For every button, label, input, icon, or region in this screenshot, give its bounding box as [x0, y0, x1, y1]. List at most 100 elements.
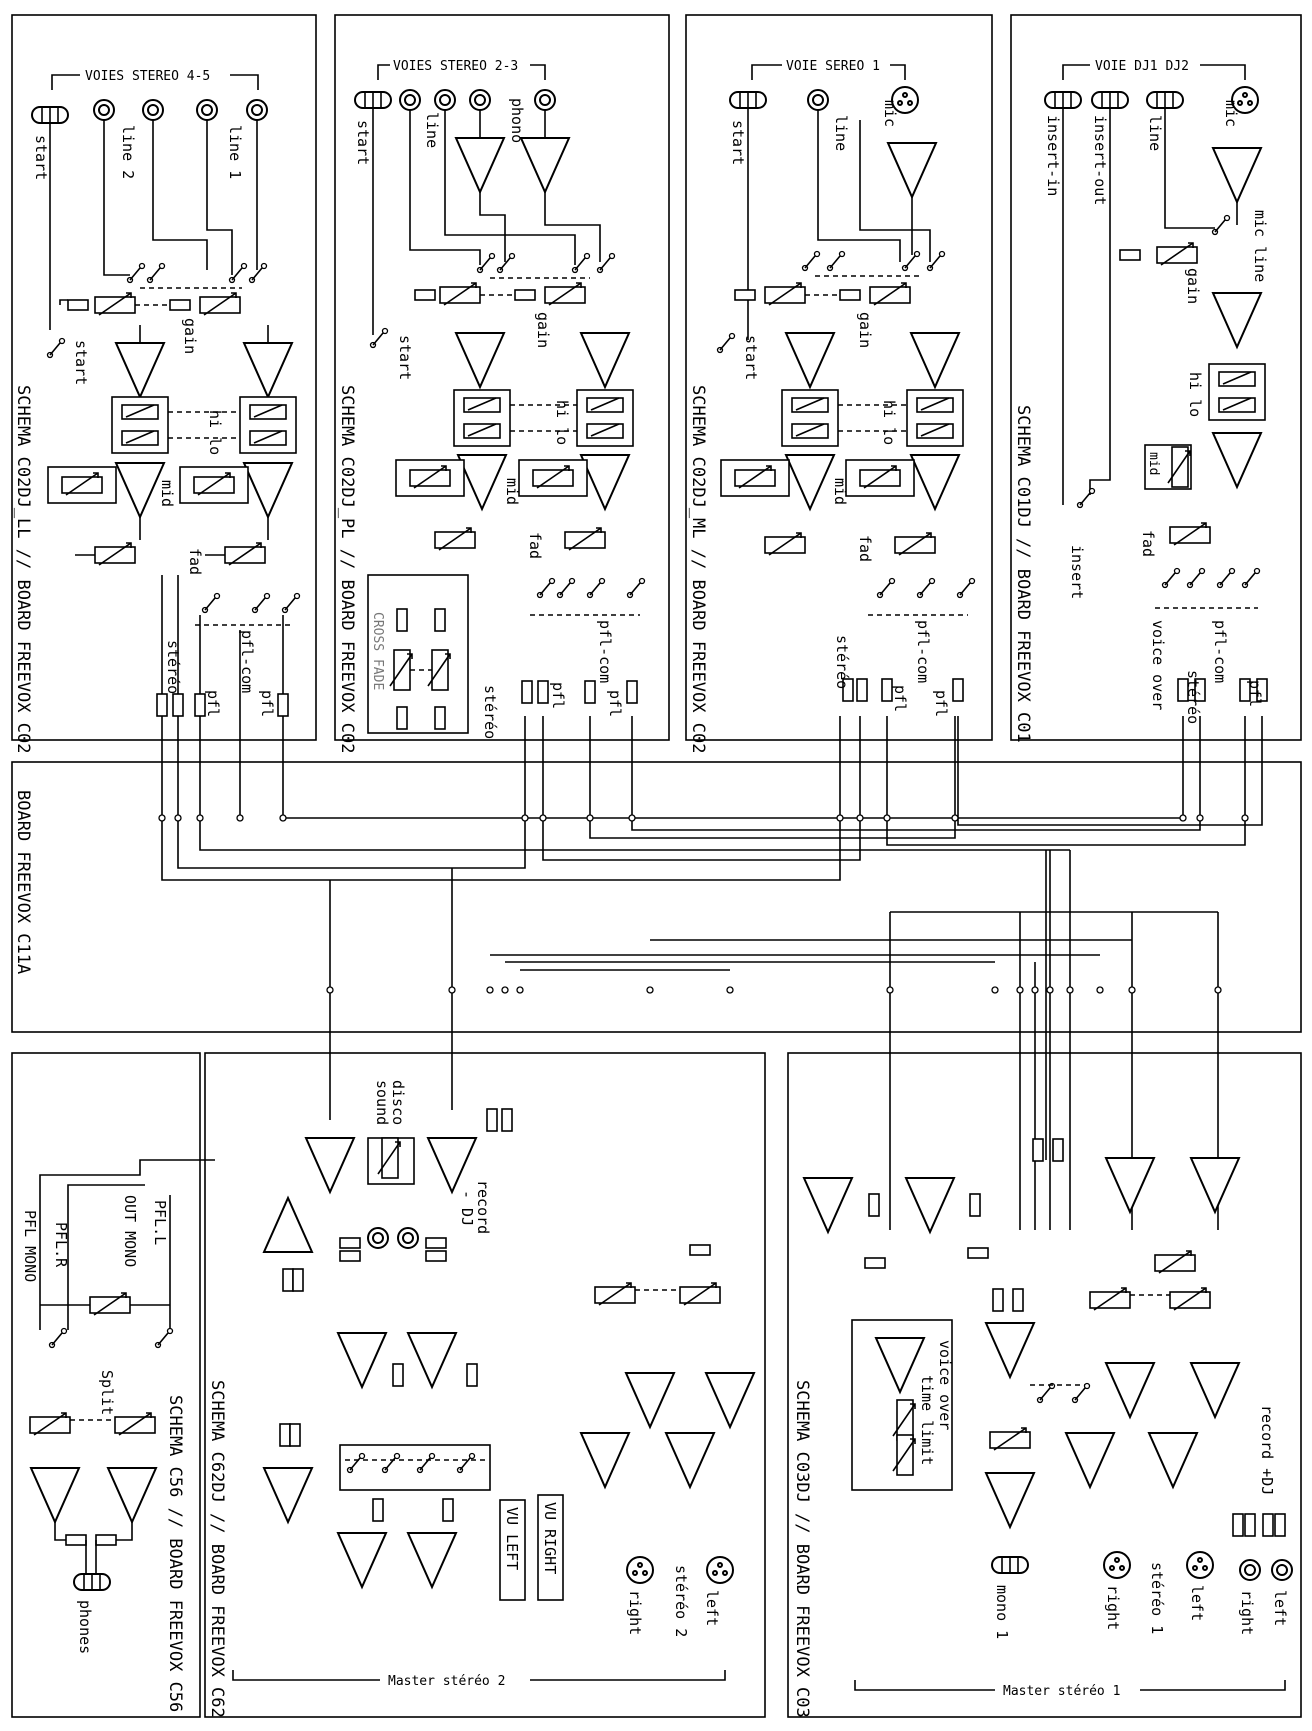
label-line: line: [832, 115, 850, 151]
board-c02dj-pl: VOIES STEREO 2-3 start line phono gain s…: [337, 59, 646, 753]
board-title-c02dj-ll: SCHEMA C02DJ_LL // BOARD FREEVOX C02: [13, 385, 33, 753]
label-fad: fad: [856, 535, 874, 562]
label-gain: gain: [1184, 268, 1202, 304]
rca-jack-icon: [196, 99, 218, 121]
board-c02dj-ml-frame: [685, 14, 993, 741]
label-mid: mid: [503, 478, 521, 505]
label-pfl-com: pfl-com: [1211, 620, 1229, 683]
label-start-switch: start: [72, 340, 90, 385]
label-out-mono: OUT MONO: [121, 1195, 139, 1267]
label-pfl-com: pfl-com: [914, 620, 932, 683]
label-insert-in: insert-in: [1044, 115, 1062, 196]
label-gain: gain: [856, 312, 874, 348]
board-title-c01dj: SCHEMA C01DJ // BOARD FREEVOX C01: [1013, 405, 1033, 743]
label-right: right: [1104, 1585, 1122, 1630]
label-phono: phono: [508, 98, 526, 143]
label-pfl-mono: PFL MONO: [21, 1210, 39, 1282]
label-hi-lo: hi lo: [1186, 372, 1204, 417]
label-pfl-com: pfl-com: [238, 630, 256, 693]
label-sound: sound: [373, 1080, 391, 1125]
crossfade-box: [367, 574, 469, 734]
label-line-1: line 1: [226, 125, 244, 179]
board-c56-frame: [11, 1052, 201, 1718]
label-hi-lo: hi lo: [553, 400, 571, 445]
footer-master-stereo-1: Master stéréo 1: [1003, 1684, 1120, 1699]
label-mid: mid: [1146, 452, 1161, 475]
label-left-2: left: [1271, 1590, 1289, 1626]
label-mic-line: mic line: [1251, 210, 1269, 282]
board-c62dj: disco sound record - DJ VU LEFT VU RIGHT…: [207, 1080, 755, 1718]
footer-master-stereo-2: Master stéréo 2: [388, 1674, 505, 1689]
label-pfl-com: pfl-com: [596, 620, 614, 683]
label-voice-over: voice over: [1149, 620, 1167, 710]
rca-jack-icon: [246, 99, 268, 121]
label-pfl: pfl: [1246, 680, 1264, 707]
board-title-c03dj: SCHEMA C03DJ // BOARD FREEVOX C03: [792, 1380, 812, 1718]
header-voies-stereo-4-5: VOIES STEREO 4-5: [85, 69, 210, 84]
label-fad: fad: [186, 548, 204, 575]
label-gain: gain: [181, 318, 199, 354]
label-pfl-2: pfl: [606, 690, 624, 717]
label-stereo-1: stéréo 1: [1148, 1562, 1166, 1634]
label-mid: mid: [158, 480, 176, 507]
board-c56: PFL MONO PFL.R OUT MONO PFL.L Split phon…: [21, 1159, 215, 1712]
label-pfl-2: pfl: [258, 690, 276, 717]
start-jack-icon: [31, 106, 69, 124]
header-voie-sereo-1: VOIE SEREO 1: [786, 59, 880, 74]
vu-left-meter: [499, 1499, 526, 1601]
label-voice-over: voice over: [936, 1340, 954, 1430]
voice-over-box: [851, 1319, 953, 1491]
label-fad: fad: [1139, 530, 1157, 557]
label-minus-dj: - DJ: [458, 1190, 476, 1226]
label-pfl: pfl: [549, 682, 567, 709]
label-time-limit: time limit: [918, 1375, 936, 1465]
label-mid: mid: [831, 478, 849, 505]
board-title-c11a: BOARD FREEVOX C11A: [13, 790, 33, 974]
label-insert: insert: [1068, 545, 1086, 599]
label-fad: fad: [526, 532, 544, 559]
label-line-2: line 2: [119, 125, 137, 179]
label-vu-left: VU LEFT: [503, 1507, 521, 1570]
label-stereo: stéréo: [833, 635, 851, 689]
label-start-switch: start: [742, 335, 760, 380]
board-c11a-frame: [11, 761, 1302, 1033]
label-record: record: [474, 1180, 492, 1234]
board-c11a: BOARD FREEVOX C11A: [13, 630, 1263, 1230]
board-c02dj-pl-frame: [334, 14, 670, 741]
label-stereo: stéréo: [481, 685, 499, 739]
label-stereo: stéréo: [164, 640, 182, 694]
board-outlines: [11, 14, 1302, 1718]
bus-nodes: [158, 814, 1249, 994]
board-c01dj-frame: [1010, 14, 1302, 741]
label-right-2: right: [1238, 1590, 1256, 1635]
label-stereo: stéréo: [1184, 670, 1202, 724]
label-start: start: [354, 120, 372, 165]
label-disco: disco: [389, 1080, 407, 1125]
label-gain: gain: [534, 312, 552, 348]
header-voie-dj1-dj2: VOIE DJ1 DJ2: [1095, 59, 1189, 74]
label-pfl: pfl: [204, 690, 222, 717]
label-pfl-r: PFL.R: [52, 1222, 70, 1268]
label-hi-lo: hi lo: [206, 410, 224, 455]
label-stereo-2: stéréo 2: [672, 1565, 690, 1637]
board-title-c02dj-pl: SCHEMA C02DJ_PL // BOARD FREEVOX C02: [337, 385, 357, 753]
label-start-switch: start: [396, 335, 414, 380]
label-insert-out: insert-out: [1091, 115, 1109, 205]
board-c03dj: voice over time limit mono 1 right left …: [792, 1138, 1293, 1718]
label-record-dj: record +DJ: [1258, 1405, 1276, 1495]
board-title-c56: SCHEMA C56 // BOARD FREEVOX C56: [165, 1395, 185, 1712]
label-mono-1: mono 1: [993, 1585, 1011, 1639]
board-c62dj-frame: [204, 1052, 766, 1718]
label-mic: mic: [1222, 100, 1240, 127]
rca-jack-icon: [93, 99, 115, 121]
vu-right-meter: [537, 1494, 564, 1601]
label-line: line: [1146, 115, 1164, 151]
board-c03dj-frame: [787, 1052, 1302, 1718]
label-phones: phones: [76, 1600, 94, 1654]
board-c02dj-ll-frame: [11, 14, 317, 741]
header-voies-stereo-2-3: VOIES STEREO 2-3: [393, 59, 518, 74]
label-split: Split: [98, 1370, 116, 1415]
label-pfl-l: PFL.L: [151, 1200, 169, 1245]
